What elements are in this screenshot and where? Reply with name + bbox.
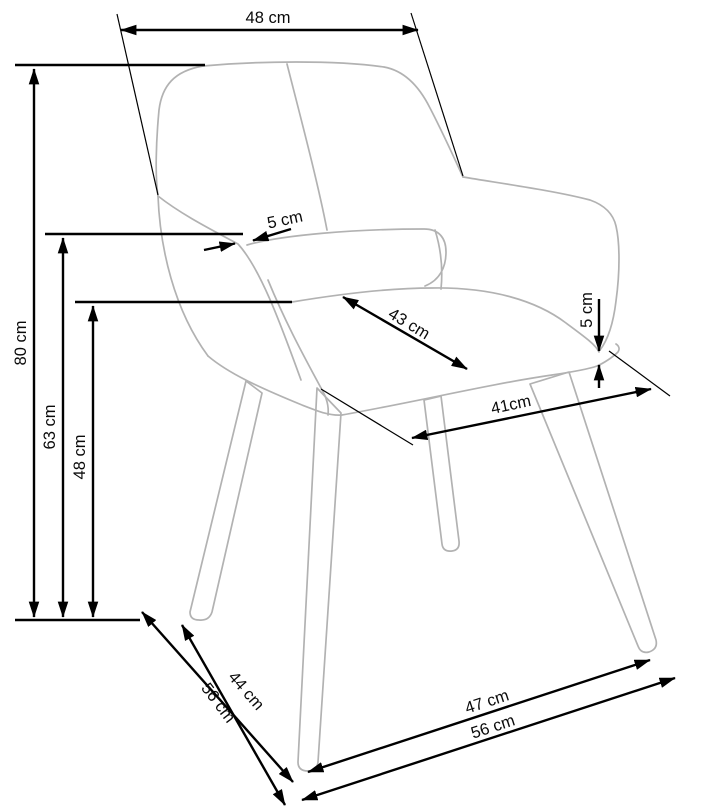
dimension-cushion-thickness: 5 cm <box>578 292 605 388</box>
dimension-line <box>180 624 287 806</box>
dimension-seat-height: 48 cm <box>71 305 99 618</box>
backrest-left-edge <box>155 65 204 197</box>
dim-label-armrest-pad-thickness: 5 cm <box>266 207 305 232</box>
dimension-back-width: 48 cm <box>116 9 464 196</box>
chair-leg-back-left <box>189 380 263 621</box>
extension-line-left <box>116 13 159 196</box>
chair-leg-back-right <box>423 395 460 552</box>
dim-label-cushion-thickness: 5 cm <box>578 292 596 328</box>
chair-leg-front-left <box>297 387 342 772</box>
extension-line-right <box>410 12 464 177</box>
dim-label-seat-height: 48 cm <box>71 435 89 480</box>
extension-line-left <box>320 388 414 446</box>
backrest-center-seam <box>286 63 328 231</box>
seat-shell-bottom-edge <box>207 343 620 416</box>
dimension-seat-diagonal: 43 cm <box>342 295 468 371</box>
left-armrest-outer-edge <box>157 195 302 381</box>
dimension-armrest-height: 63 cm <box>41 237 69 618</box>
dimension-line-left <box>203 241 236 252</box>
dimension-total-depth: 56 cm <box>180 624 287 806</box>
chair-legs <box>189 371 658 772</box>
dim-label-back-width: 48 cm <box>246 9 291 27</box>
left-armrest-inner-edge <box>267 279 322 389</box>
chair-body-outline <box>155 61 620 416</box>
dim-label-total-height: 80 cm <box>12 321 30 366</box>
dim-label-seat-diagonal: 43 cm <box>385 305 433 344</box>
height-dimensions: 80 cm 63 cm 48 cm <box>12 63 292 622</box>
dimension-line <box>307 658 651 774</box>
dimension-total-height: 80 cm <box>12 68 40 618</box>
dimension-line-right <box>252 227 292 242</box>
dimension-front-width: 47 cm <box>307 658 651 774</box>
seat-cushion-rim <box>291 287 600 353</box>
left-side-edge <box>157 195 209 357</box>
chair-leg-front-right <box>529 371 658 654</box>
right-armrest-outer-edge <box>462 176 620 351</box>
dimension-seat-width-front: 41cm <box>320 350 671 446</box>
armrest-pad <box>246 228 447 287</box>
dimension-armrest-pad-thickness: 5 cm <box>203 207 305 252</box>
dim-label-armrest-height: 63 cm <box>41 405 59 450</box>
extension-line-right <box>608 350 671 397</box>
dimension-line <box>411 386 652 441</box>
dimension-line <box>301 676 676 802</box>
right-armrest-inner-edge <box>434 229 443 290</box>
dimension-line <box>342 295 468 371</box>
backrest-top-edge <box>202 61 464 178</box>
